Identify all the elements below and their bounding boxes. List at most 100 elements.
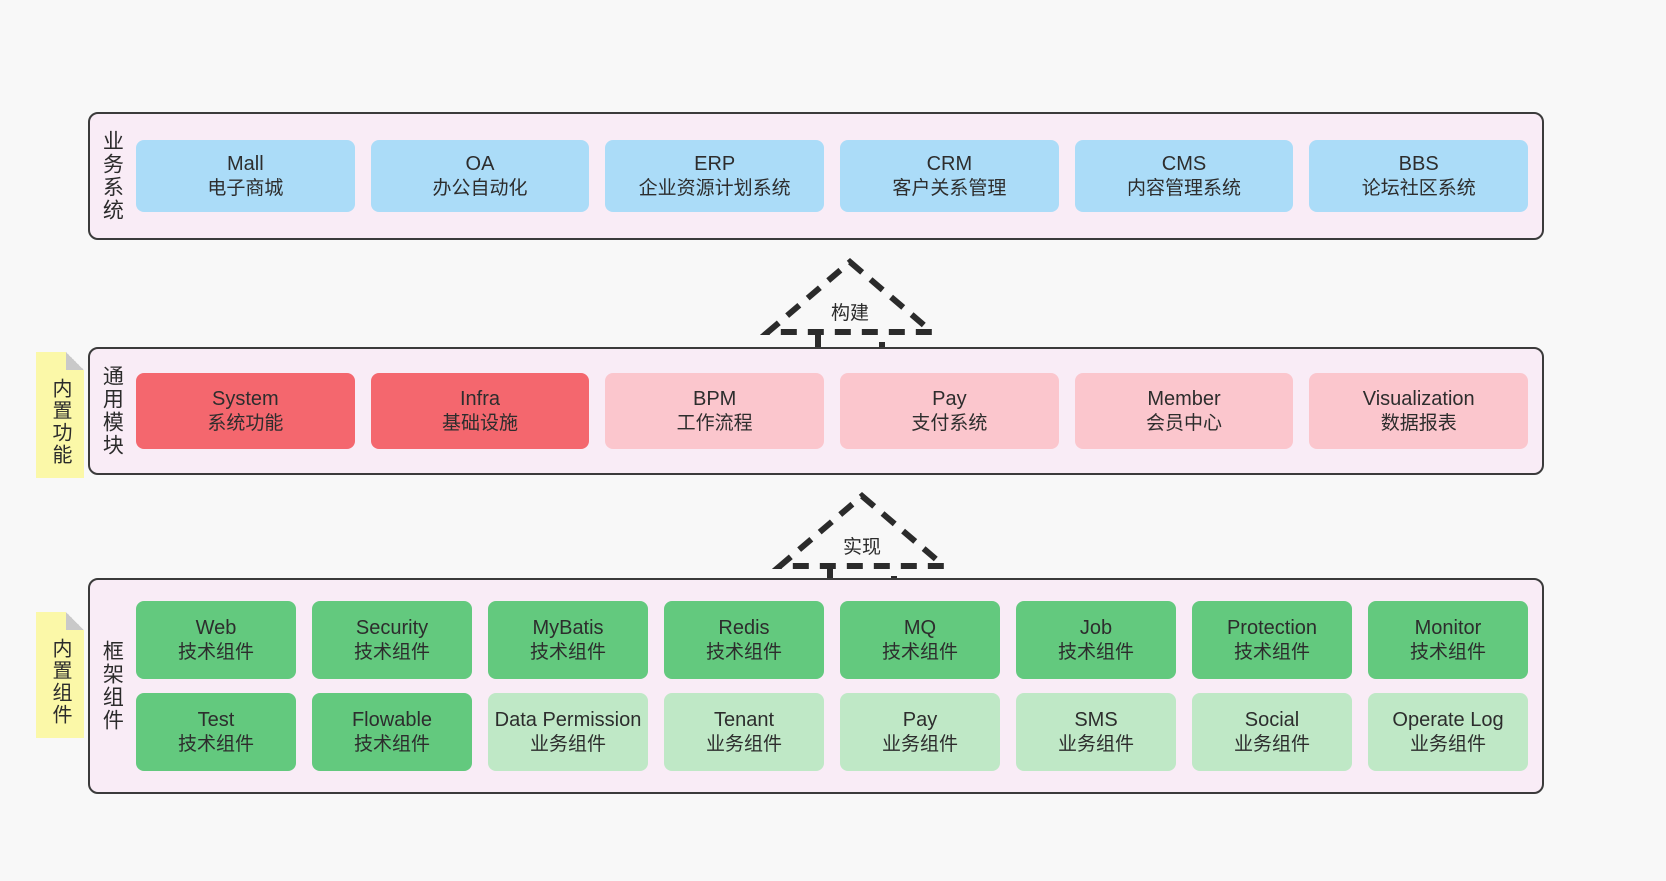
node-title: Visualization (1362, 388, 1475, 411)
connector-realize: 实现 (772, 492, 952, 592)
node-subtitle: 会员中心 (1146, 412, 1223, 434)
node-title: Member (1147, 388, 1221, 411)
node-subtitle: 论坛社区系统 (1361, 177, 1476, 199)
node-title: Protection (1226, 617, 1318, 640)
node-subtitle: 技术组件 (1057, 641, 1134, 663)
node-title: MQ (903, 617, 937, 640)
node-title: Infra (459, 388, 501, 411)
node-social[interactable]: Social 业务组件 (1192, 693, 1352, 771)
node-subtitle: 技术组件 (705, 641, 782, 663)
node-subtitle: 业务组件 (529, 733, 606, 755)
node-subtitle: 系统功能 (207, 412, 284, 434)
node-tenant[interactable]: Tenant 业务组件 (664, 693, 824, 771)
node-mybatis[interactable]: MyBatis 技术组件 (488, 601, 648, 679)
node-pay-component[interactable]: Pay 业务组件 (840, 693, 1000, 771)
node-title: CMS (1161, 153, 1207, 176)
node-subtitle: 工作流程 (676, 412, 753, 434)
node-subtitle: 基础设施 (442, 412, 519, 434)
node-title: OA (465, 153, 495, 176)
node-test[interactable]: Test 技术组件 (136, 693, 296, 771)
node-title: Job (1079, 617, 1113, 640)
node-subtitle: 业务组件 (705, 733, 782, 755)
node-subtitle: 支付系统 (911, 412, 988, 434)
node-pay-module[interactable]: Pay 支付系统 (840, 373, 1059, 449)
node-title: Tenant (713, 709, 775, 732)
node-title: SMS (1074, 709, 1118, 732)
node-subtitle: 技术组件 (177, 733, 254, 755)
modules-node-row: System 系统功能 Infra 基础设施 BPM 工作流程 Pay 支付系统… (136, 373, 1529, 449)
node-subtitle: 技术组件 (1233, 641, 1310, 663)
node-title: Pay (902, 709, 938, 732)
node-title: MyBatis (532, 617, 604, 640)
layer-common-modules: 通用模块 System 系统功能 Infra 基础设施 BPM 工作流程 Pay… (88, 347, 1544, 475)
node-subtitle: 办公自动化 (432, 177, 528, 199)
node-oa[interactable]: OA 办公自动化 (370, 140, 590, 212)
node-title: Flowable (351, 709, 433, 732)
layer-business-systems: 业务系统 Mall 电子商城 OA 办公自动化 ERP 企业资源计划系统 CRM… (88, 112, 1544, 240)
node-bpm[interactable]: BPM 工作流程 (605, 373, 825, 449)
node-infra[interactable]: Infra 基础设施 (370, 373, 590, 449)
node-title: BBS (1398, 153, 1439, 176)
node-title: Operate Log (1392, 709, 1504, 732)
connector-build-label: 构建 (830, 303, 869, 324)
node-title: Web (195, 617, 237, 640)
node-job[interactable]: Job 技术组件 (1016, 601, 1176, 679)
node-visualization[interactable]: Visualization 数据报表 (1309, 373, 1529, 449)
node-title: Redis (718, 617, 770, 640)
node-title: BPM (693, 388, 737, 411)
node-web[interactable]: Web 技术组件 (136, 601, 296, 679)
node-subtitle: 数据报表 (1380, 412, 1457, 434)
note-builtin-features: 内置功能 (36, 352, 84, 478)
node-title: Pay (932, 388, 967, 411)
node-monitor[interactable]: Monitor 技术组件 (1368, 601, 1528, 679)
framework-node-row-1: Web 技术组件 Security 技术组件 MyBatis 技术组件 Redi… (136, 601, 1528, 679)
node-subtitle: 技术组件 (1409, 641, 1486, 663)
connector-realize-label: 实现 (842, 537, 881, 558)
note-builtin-components: 内置组件 (36, 612, 84, 738)
node-security[interactable]: Security 技术组件 (312, 601, 472, 679)
node-cms[interactable]: CMS 内容管理系统 (1074, 140, 1294, 212)
node-crm[interactable]: CRM 客户关系管理 (840, 140, 1059, 212)
node-title: Security (355, 617, 429, 640)
node-system[interactable]: System 系统功能 (136, 373, 355, 449)
node-subtitle: 业务组件 (1233, 733, 1310, 755)
node-subtitle: 客户关系管理 (892, 177, 1007, 199)
node-title: ERP (694, 153, 736, 176)
node-subtitle: 技术组件 (881, 641, 958, 663)
node-operate-log[interactable]: Operate Log 业务组件 (1368, 693, 1528, 771)
layer-body-framework: Web 技术组件 Security 技术组件 MyBatis 技术组件 Redi… (132, 580, 1542, 792)
business-node-row: Mall 电子商城 OA 办公自动化 ERP 企业资源计划系统 CRM 客户关系… (136, 140, 1529, 212)
node-flowable[interactable]: Flowable 技术组件 (312, 693, 472, 771)
node-title: Monitor (1414, 617, 1482, 640)
layer-body-modules: System 系统功能 Infra 基础设施 BPM 工作流程 Pay 支付系统… (132, 349, 1542, 473)
node-mq[interactable]: MQ 技术组件 (840, 601, 1000, 679)
layer-title-framework: 框架组件 (100, 640, 124, 732)
node-subtitle: 内容管理系统 (1127, 177, 1242, 199)
node-subtitle: 技术组件 (353, 641, 430, 663)
note-label: 内置功能 (49, 378, 71, 466)
node-redis[interactable]: Redis 技术组件 (664, 601, 824, 679)
node-mall[interactable]: Mall 电子商城 (136, 140, 355, 212)
framework-node-row-2: Test 技术组件 Flowable 技术组件 Data Permission … (136, 693, 1528, 771)
node-title: Social (1244, 709, 1300, 732)
node-bbs[interactable]: BBS 论坛社区系统 (1309, 140, 1529, 212)
node-title: Data Permission (494, 709, 642, 732)
node-data-permission[interactable]: Data Permission 业务组件 (488, 693, 648, 771)
node-erp[interactable]: ERP 企业资源计划系统 (605, 140, 825, 212)
node-subtitle: 技术组件 (529, 641, 606, 663)
node-subtitle: 企业资源计划系统 (638, 177, 791, 199)
node-protection[interactable]: Protection 技术组件 (1192, 601, 1352, 679)
node-subtitle: 技术组件 (177, 641, 254, 663)
node-subtitle: 业务组件 (881, 733, 958, 755)
node-title: Test (197, 709, 235, 732)
node-member[interactable]: Member 会员中心 (1074, 373, 1294, 449)
layer-title-business: 业务系统 (100, 130, 124, 222)
node-title: System (211, 388, 279, 411)
layer-body-business: Mall 电子商城 OA 办公自动化 ERP 企业资源计划系统 CRM 客户关系… (132, 114, 1542, 238)
node-subtitle: 技术组件 (353, 733, 430, 755)
node-subtitle: 业务组件 (1409, 733, 1486, 755)
note-label: 内置组件 (49, 638, 71, 726)
layer-title-modules: 通用模块 (100, 365, 124, 457)
node-sms[interactable]: SMS 业务组件 (1016, 693, 1176, 771)
